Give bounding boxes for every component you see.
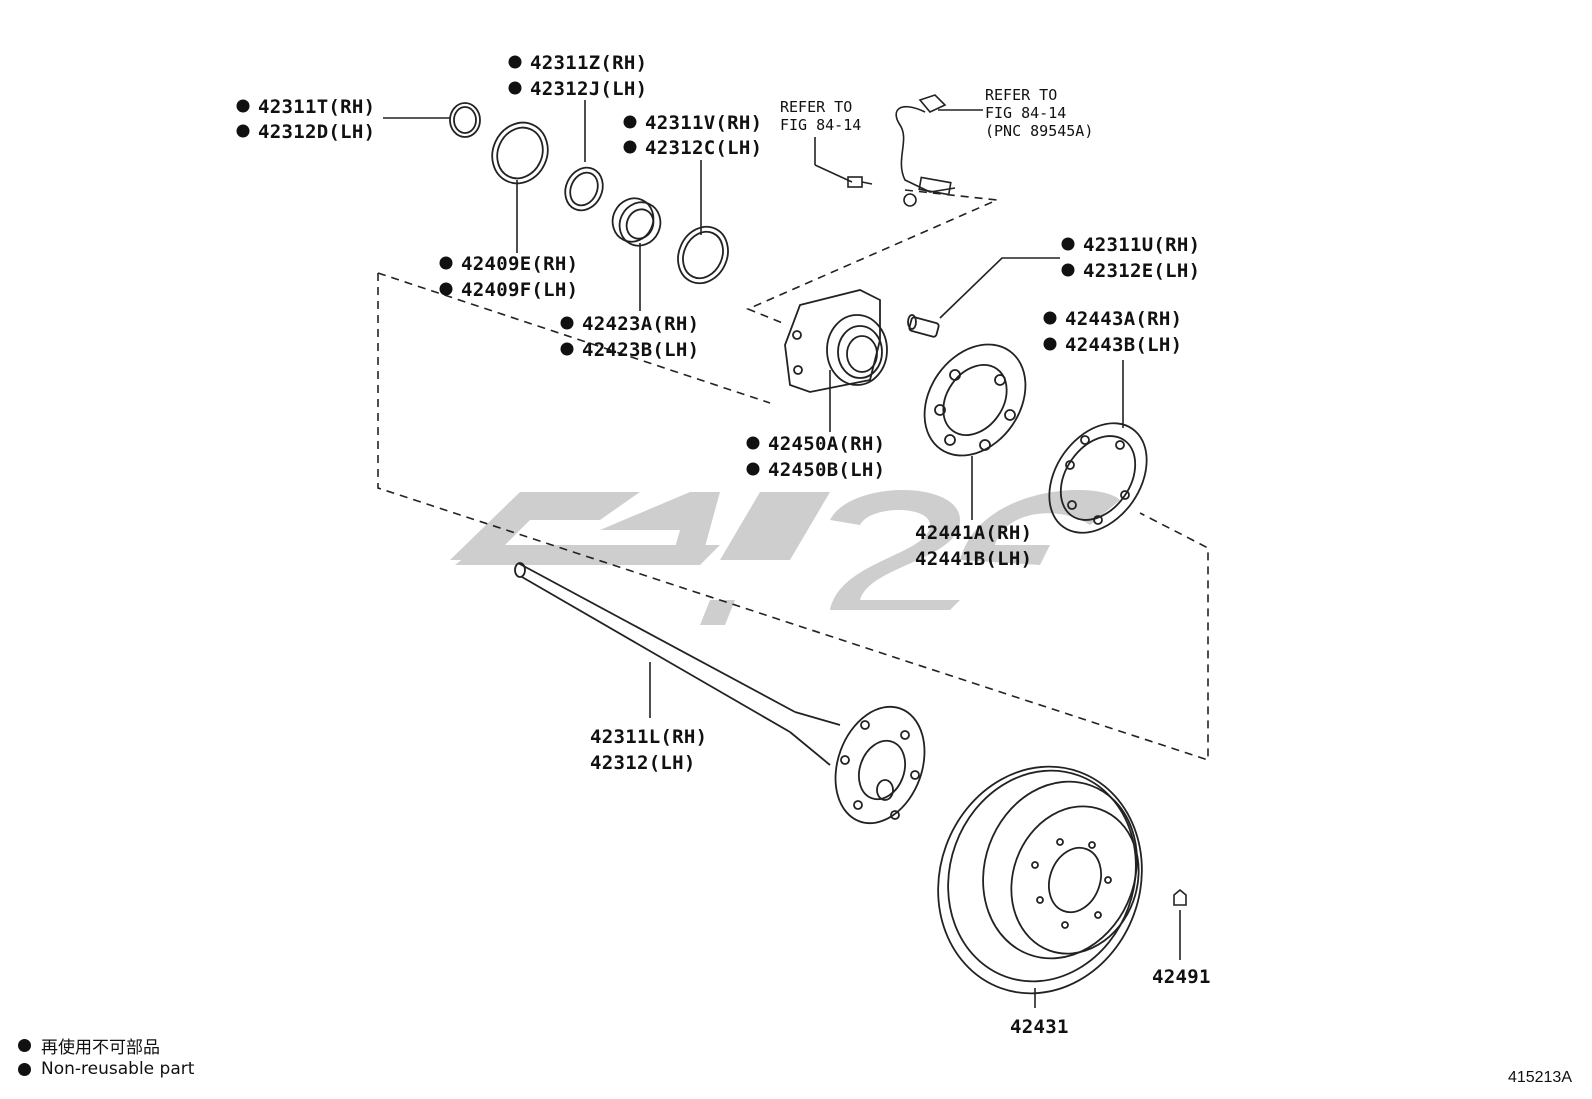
hub-bolt-42311U xyxy=(907,314,940,338)
label-42409F[interactable]: 42409F(LH) xyxy=(461,279,578,301)
sensor-bolt xyxy=(847,176,873,188)
ref-left-line2: FIG 84-14 xyxy=(780,116,861,134)
ref-right-line1: REFER TO xyxy=(985,86,1057,104)
abs-sensor xyxy=(895,94,956,207)
label-42312E[interactable]: 42312E(LH) xyxy=(1083,260,1200,282)
axle-shaft-42311L xyxy=(514,562,926,825)
label-42441A[interactable]: 42441A(RH) xyxy=(915,522,1032,544)
label-42311Z[interactable]: 42311Z(RH) xyxy=(530,52,647,74)
figure-id: 415213A xyxy=(1507,1069,1572,1086)
dashed-guide-lines xyxy=(377,189,1209,762)
gasket-42443A xyxy=(1048,422,1148,534)
ref-right-line2: FIG 84-14 xyxy=(985,104,1066,122)
legend-jp: 再使用不可部品 xyxy=(18,1033,160,1058)
label-42312C[interactable]: 42312C(LH) xyxy=(645,137,762,159)
label-42311U[interactable]: 42311U(RH) xyxy=(1083,234,1200,256)
label-42450B[interactable]: 42450B(LH) xyxy=(768,459,885,481)
seal-42311V xyxy=(677,225,729,285)
ring-42311Z xyxy=(564,166,604,212)
label-42409E[interactable]: 42409E(RH) xyxy=(461,253,578,275)
non-reusable-bullets xyxy=(236,55,1075,476)
label-42423A[interactable]: 42423A(RH) xyxy=(582,313,699,335)
dust-plate-42441A xyxy=(923,343,1027,457)
snap-ring-42311T xyxy=(449,102,481,138)
leader-lines xyxy=(383,100,1181,1008)
label-42443B[interactable]: 42443B(LH) xyxy=(1065,334,1182,356)
label-42311V[interactable]: 42311V(RH) xyxy=(645,112,762,134)
legend-jp-text: 再使用不可部品 xyxy=(41,1038,160,1058)
bearing-retainer-42450A xyxy=(784,289,888,393)
label-42491[interactable]: 42491 xyxy=(1152,966,1211,988)
label-42311L[interactable]: 42311L(RH) xyxy=(590,726,707,748)
bearing-42423A xyxy=(611,197,662,247)
oil-seal-42409E xyxy=(491,121,549,185)
screw-42491 xyxy=(1173,888,1187,906)
label-42450A[interactable]: 42450A(RH) xyxy=(768,433,885,455)
label-42312[interactable]: 42312(LH) xyxy=(590,752,696,774)
label-42311T[interactable]: 42311T(RH) xyxy=(258,96,375,118)
label-42423B[interactable]: 42423B(LH) xyxy=(582,339,699,361)
label-42431[interactable]: 42431 xyxy=(1010,1016,1069,1038)
legend-en: Non-reusable part xyxy=(18,1059,194,1079)
brake-disc-42431 xyxy=(937,765,1143,995)
watermark xyxy=(450,489,1120,625)
label-42441B[interactable]: 42441B(LH) xyxy=(915,548,1032,570)
ref-left-line1: REFER TO xyxy=(780,98,852,116)
label-42443A[interactable]: 42443A(RH) xyxy=(1065,308,1182,330)
label-42312D[interactable]: 42312D(LH) xyxy=(258,121,375,143)
ref-right-line3: (PNC 89545A) xyxy=(985,122,1093,140)
bullet-icon xyxy=(18,1062,31,1076)
bullet-icon xyxy=(18,1039,31,1052)
label-42312J[interactable]: 42312J(LH) xyxy=(530,78,647,100)
legend-en-text: Non-reusable part xyxy=(41,1059,195,1079)
